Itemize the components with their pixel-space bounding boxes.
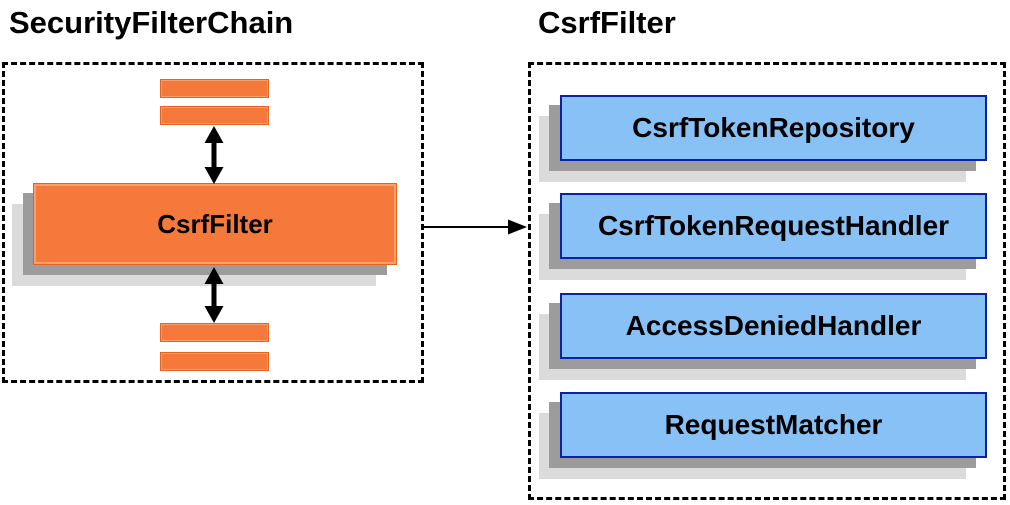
component-label: CsrfTokenRepository [632,112,915,143]
component-box-access-denied-handler: AccessDeniedHandler [560,293,987,359]
right-panel-title: CsrfFilter [538,5,676,40]
component-box-csrf-token-repository: CsrfTokenRepository [560,95,987,161]
security-filter-chain-panel [2,62,424,383]
csrf-filter-panel [528,62,1006,500]
component-box-csrf-token-request-handler: CsrfTokenRequestHandler [560,193,987,259]
filter-placeholder-bar [160,106,269,125]
csrf-filter-box: CsrfFilter [33,183,397,265]
component-label: RequestMatcher [664,409,883,440]
csrf-filter-box-label: CsrfFilter [157,208,273,239]
component-label: AccessDeniedHandler [625,310,922,341]
filter-placeholder-bar [160,352,269,371]
component-box-request-matcher: RequestMatcher [560,392,987,458]
component-label: CsrfTokenRequestHandler [597,210,950,241]
flow-arrow-icon [423,219,527,235]
filter-placeholder-bar [160,79,269,98]
left-panel-title: SecurityFilterChain [9,5,294,40]
filter-placeholder-bar [160,323,269,342]
